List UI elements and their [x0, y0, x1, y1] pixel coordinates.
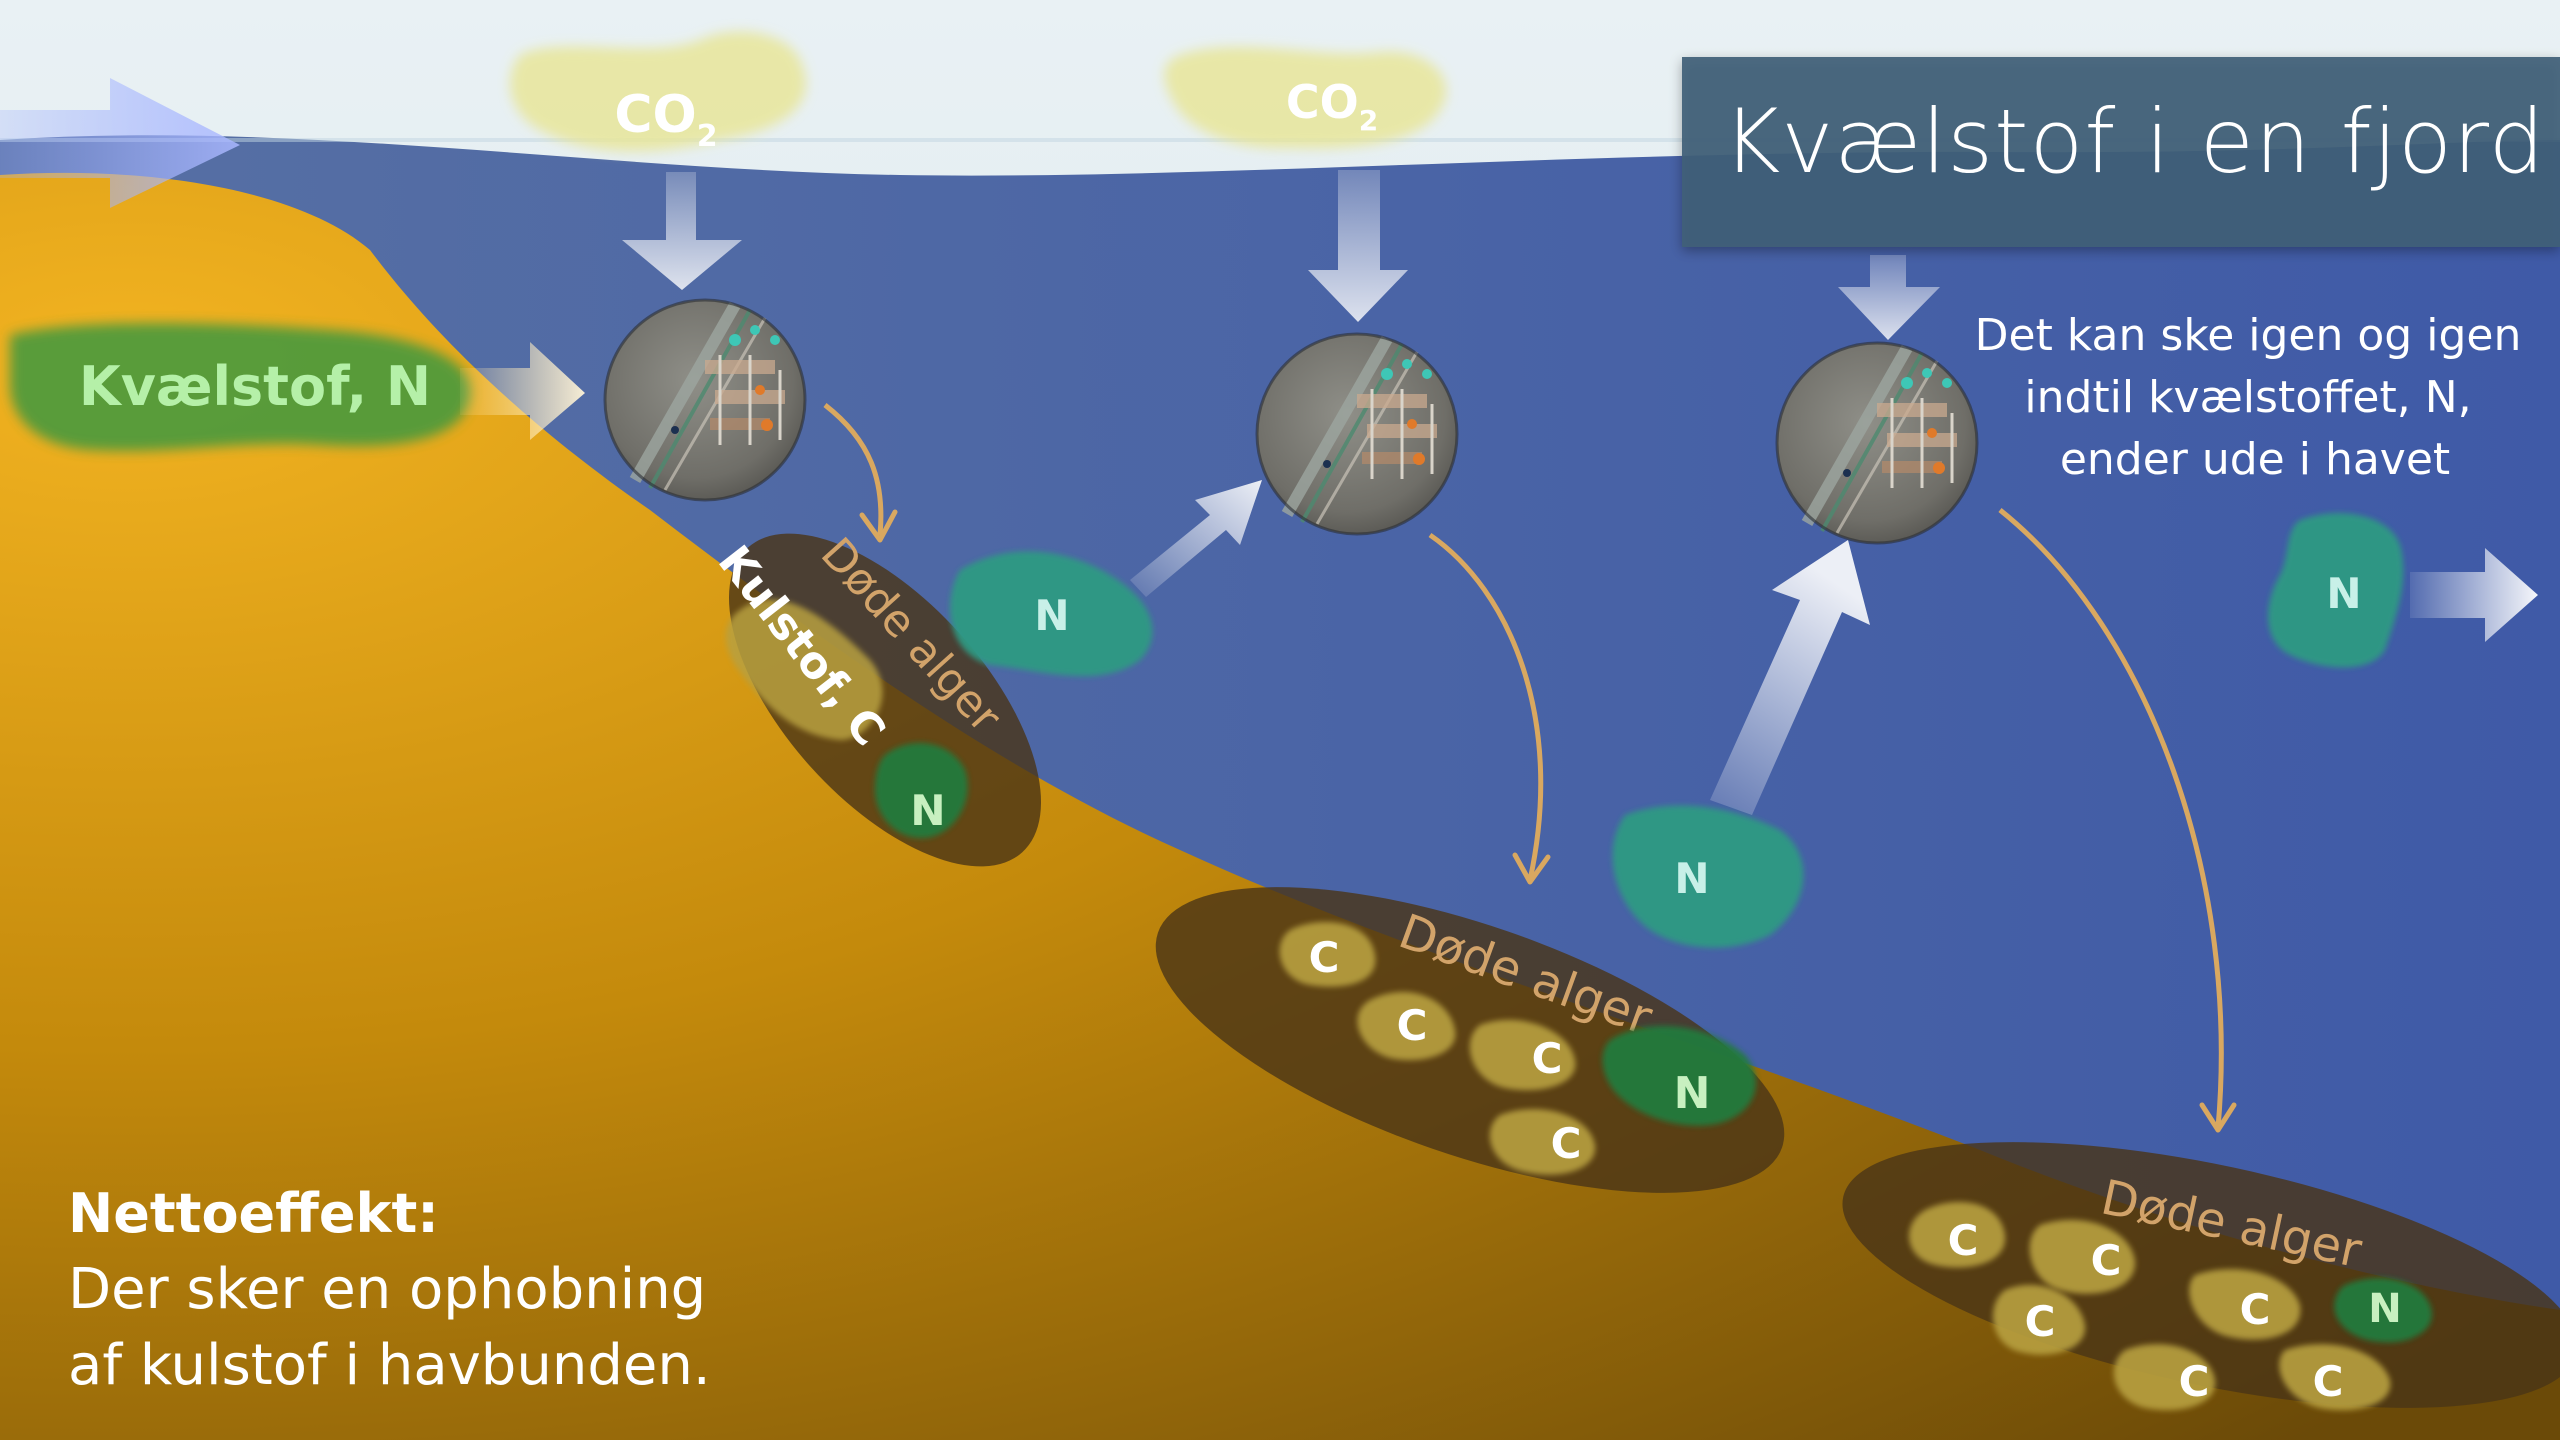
carbon-blob	[1357, 991, 1456, 1061]
sinking-arrow	[1428, 532, 1544, 881]
nitrogen-label: N	[1674, 854, 1709, 903]
page-title: Kvælstof i en fjord	[1723, 90, 2546, 193]
repeat-note-line: Det kan ske igen og igen	[1975, 310, 2522, 361]
nitrogen-label: N	[1034, 591, 1069, 640]
co2-down-arrow	[622, 172, 742, 290]
co2-cloud	[510, 31, 807, 152]
carbon-blob	[2189, 1269, 2301, 1340]
nitrogen-blob	[2334, 1277, 2432, 1343]
nitrogen-out-arrow	[2410, 548, 2538, 642]
carbon-label: C	[2313, 1357, 2344, 1406]
nitrogen-input-cloud	[10, 323, 472, 452]
carbon-label: C	[1309, 933, 1340, 982]
nitrogen-up-arrow	[1130, 480, 1262, 597]
nitrogen-label: N	[2368, 1286, 2401, 1332]
carbon-blob	[1489, 1109, 1596, 1175]
sinking-arrow-head	[859, 509, 898, 543]
carbon-blob	[1993, 1284, 2086, 1355]
sinking-arrow-head	[2199, 1102, 2237, 1133]
outgoing-nitrogen-cloud	[2268, 513, 2404, 668]
carbon-label: C	[1551, 1119, 1582, 1168]
nitrogen-label: N	[1674, 1068, 1711, 1119]
sinking-arrow	[823, 403, 884, 536]
co2-down-arrow	[1838, 255, 1940, 340]
carbon-label: C	[1532, 1034, 1563, 1083]
repeat-note: Det kan ske igen og igen indtil kvælstof…	[1975, 310, 2536, 485]
carbon-blob	[1908, 1202, 2006, 1268]
nitrogen-label: N	[2326, 569, 2361, 618]
nitrogen-label: N	[910, 786, 945, 835]
title-box	[1682, 57, 2560, 247]
co2-label: CO2	[1286, 75, 1378, 137]
algae-circle	[1257, 334, 1457, 534]
nitrogen-input-label: Kvælstof, N	[79, 355, 431, 418]
carbon-label: C	[1397, 1001, 1428, 1050]
co2-down-arrow	[1308, 170, 1408, 322]
sinking-arrow	[1998, 508, 2224, 1129]
carbon-label: C	[2025, 1297, 2056, 1346]
algae-circle	[1777, 343, 1977, 543]
land	[0, 172, 2560, 1440]
net-effect-line: af kulstof i havbunden.	[68, 1333, 711, 1398]
carbon-blob	[2113, 1344, 2216, 1411]
nitrogen-input-arrow	[460, 342, 585, 440]
nitrogen-blob	[1602, 1025, 1757, 1126]
carbon-label: C	[2091, 1236, 2122, 1285]
repeat-note-line: indtil kvælstoffet, N,	[2024, 372, 2471, 423]
carbon-label: C	[2179, 1357, 2210, 1406]
carbon-label: C	[2240, 1285, 2271, 1334]
carbon-label: C	[1948, 1216, 1979, 1265]
dead-algae-pile	[725, 533, 1042, 867]
algae-circle	[605, 300, 805, 500]
repeat-note-line: ender ude i havet	[2060, 434, 2450, 485]
dissolved-nitrogen-cloud	[950, 551, 1153, 677]
carbon-blob	[1469, 1019, 1576, 1091]
co2-cloud	[1164, 47, 1447, 149]
net-effect-heading: Nettoeffekt:	[68, 1182, 439, 1245]
nitrogen-up-arrow	[1710, 540, 1870, 815]
co2-label: CO2	[614, 85, 717, 154]
dissolved-nitrogen-cloud	[1612, 805, 1804, 948]
carbon-blob	[2279, 1344, 2391, 1411]
sinking-arrow-head	[1512, 852, 1551, 885]
carbon-blob	[2029, 1219, 2136, 1294]
net-effect-line: Der sker en ophobning	[68, 1257, 706, 1322]
river-input-arrow	[0, 78, 240, 208]
carbon-blob	[1279, 922, 1376, 987]
